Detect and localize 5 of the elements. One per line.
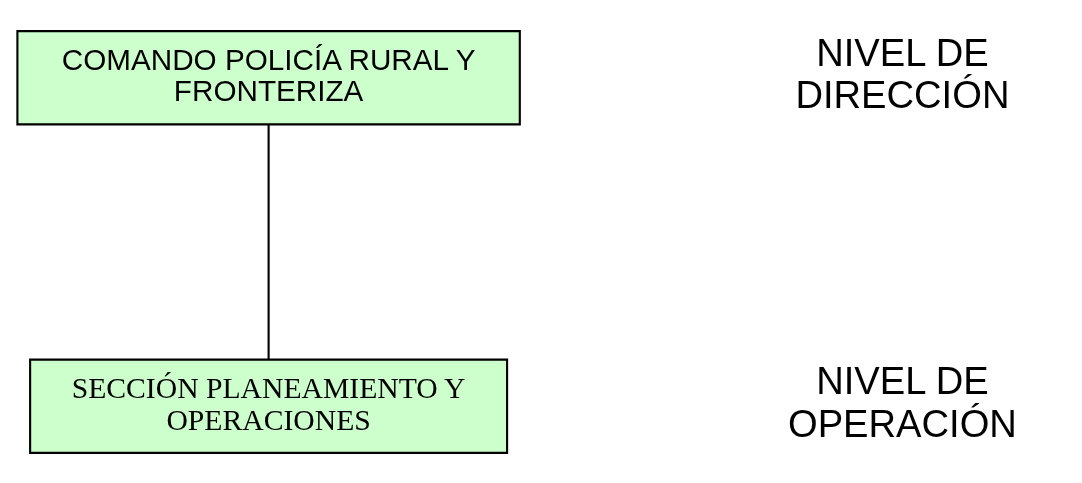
label: NIVEL DE OPERACIÓN [787,358,1017,445]
node-box: SECCIÓN PLANEAMIENTO Y OPERACIONES [29,358,509,454]
node-box: COMANDO POLICÍA RURAL Y FRONTERIZA [16,29,521,125]
label: NIVEL DE DIRECCIÓN [795,30,1010,116]
connector [267,124,270,359]
